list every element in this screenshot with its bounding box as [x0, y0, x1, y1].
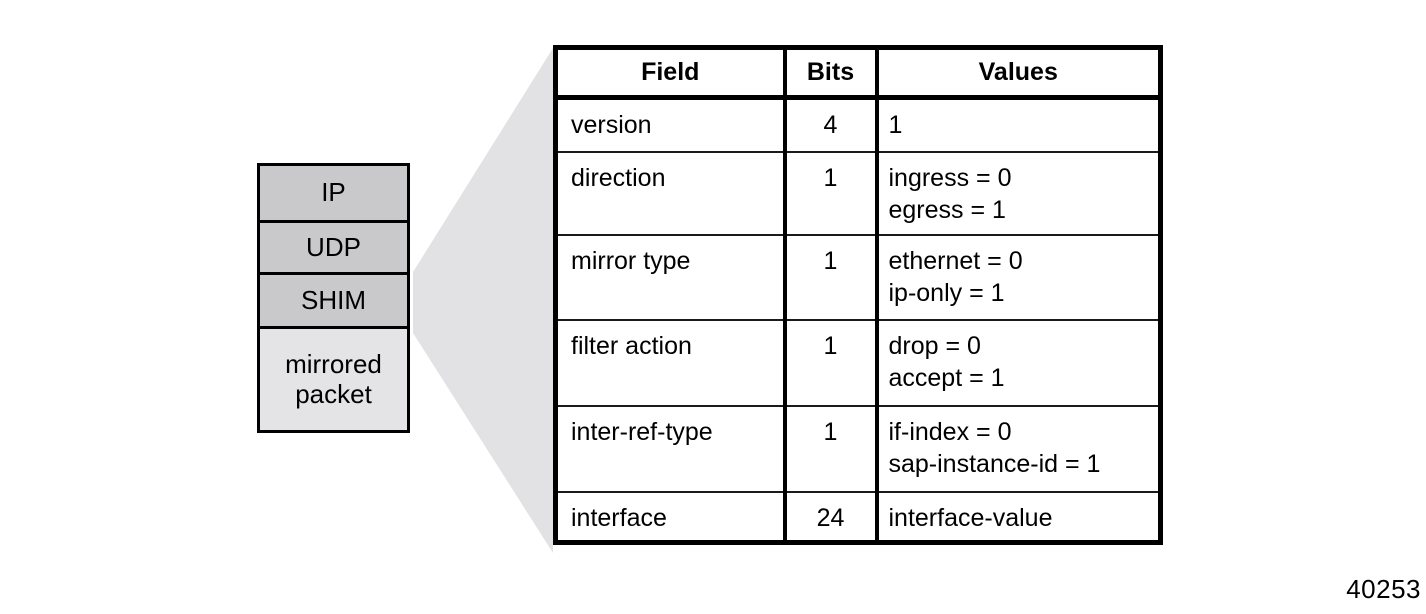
table-header-row: Field Bits Values	[555, 47, 1161, 100]
column-header-bits: Bits	[782, 47, 877, 100]
value-line: 1	[888, 111, 903, 139]
value-line: accept = 1	[888, 364, 1005, 392]
packet-layer-mirrored-packet: mirrored packet	[260, 326, 407, 430]
packet-layer-shim: SHIM	[260, 272, 407, 326]
packet-layer-ip: IP	[260, 166, 407, 220]
values-cell: ethernet = 0 ip-only = 1	[874, 233, 1161, 320]
packet-layer-label: UDP	[306, 231, 361, 262]
bits-cell: 1	[782, 318, 877, 406]
value-line: if-index = 0	[888, 417, 1012, 446]
bits-cell: 4	[782, 97, 877, 152]
field-cell: mirror type	[555, 233, 785, 320]
column-header-field: Field	[555, 47, 785, 100]
value-line: interface-value	[888, 503, 1053, 532]
packet-layer-udp: UDP	[260, 220, 407, 272]
value-line: ip-only = 1	[888, 279, 1005, 307]
bits-cell: 1	[782, 150, 877, 235]
value-line: sap-instance-id = 1	[888, 450, 1101, 478]
packet-layer-label: IP	[321, 177, 346, 208]
value-line: drop = 0	[888, 331, 981, 360]
values-cell: drop = 0 accept = 1	[874, 318, 1161, 406]
packet-stack: IP UDP SHIM mirrored packet	[257, 163, 410, 433]
field-cell: interface	[555, 490, 785, 543]
zoom-wedge-shape	[413, 48, 553, 553]
bits-cell: 24	[782, 490, 877, 543]
values-cell: if-index = 0 sap-instance-id = 1	[874, 404, 1161, 492]
values-cell: ingress = 0 egress = 1	[874, 150, 1161, 235]
values-cell: 1	[874, 97, 1161, 152]
field-cell: inter-ref-type	[555, 404, 785, 492]
column-header-values: Values	[874, 47, 1161, 100]
bits-cell: 1	[782, 233, 877, 320]
field-cell: filter action	[555, 318, 785, 406]
value-line: egress = 1	[888, 196, 1006, 224]
packet-layer-label: SHIM	[301, 284, 366, 315]
figure-number: 40253	[1346, 574, 1421, 604]
field-cell: version	[571, 111, 652, 139]
bits-cell: 1	[782, 404, 877, 492]
field-cell: direction	[555, 150, 785, 235]
values-cell: interface-value	[874, 490, 1161, 543]
value-line: ingress = 0	[888, 163, 1012, 192]
value-line: ethernet = 0	[888, 246, 1023, 275]
packet-layer-label: mirrored packet	[285, 349, 382, 409]
